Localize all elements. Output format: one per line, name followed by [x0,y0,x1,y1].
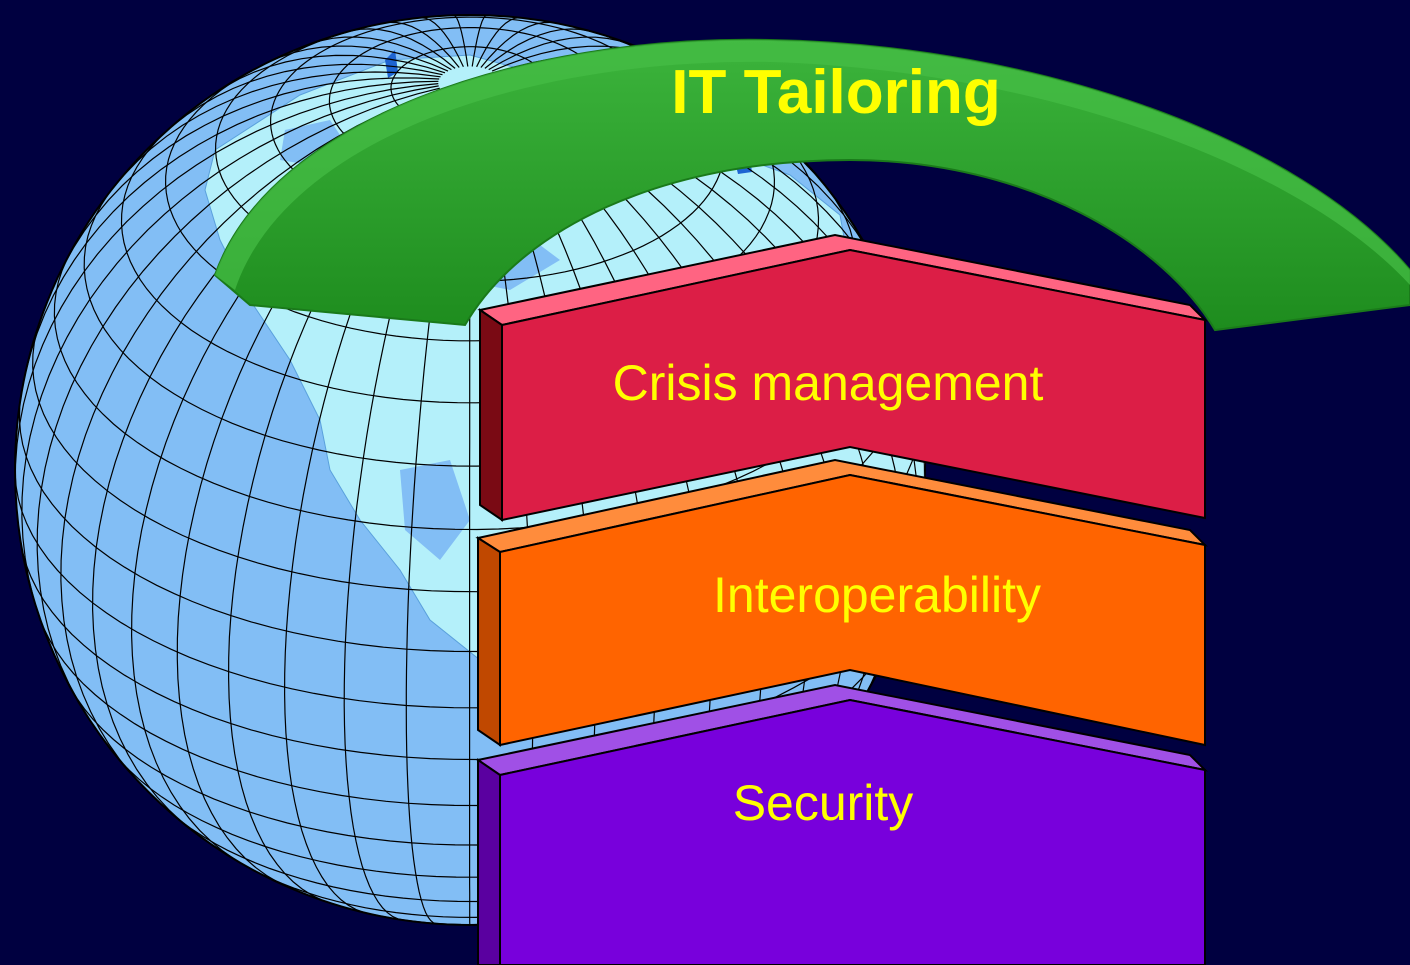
globe-grid-line [484,28,590,69]
globe-grid-line [164,76,776,342]
globe-lake [400,460,470,560]
globe-grid-line [172,63,443,127]
globe-grid-line [350,28,456,69]
layer-interoperability-side [477,536,501,747]
layer-security-front [499,698,1206,965]
layer-security-label: Security [733,775,914,831]
layer-crisis-management-side [479,308,503,522]
layer-crisis-management: Crisis management [477,233,1209,522]
arch-label: IT Tailoring [671,58,1001,127]
globe-grid-line [60,89,442,774]
globe-grid-line [36,87,440,701]
globe-grid-line [111,71,441,190]
globe-grid-line [453,15,469,67]
globe-lake [385,50,398,78]
layer-interoperability-label: Interoperability [713,567,1041,623]
globe-grid-line [476,17,519,68]
globe-grid-line [471,15,487,67]
arch: IT Tailoring [213,38,1410,332]
globe-grid-line [488,36,632,71]
globe-grid-line [309,36,452,71]
globe-grid-line [21,85,439,598]
layer-interoperability-front [499,473,1206,747]
layer-crisis-management-label: Crisis management [613,355,1044,411]
layer-security-side [477,758,501,965]
globe-grid-line [25,80,439,372]
layer-crisis-management-front [501,248,1206,522]
globe-grid-line [390,21,460,68]
globe-grid-line [421,17,464,68]
layer-security: Security [475,683,1209,965]
layer-interoperability: Interoperability [475,458,1209,747]
globe-grid-line [225,54,446,87]
globe-grid-line [15,83,439,485]
globe-grid-line [63,77,440,266]
arch-top-edge [215,39,1410,290]
globe-grid-line [480,21,551,68]
globe-grid-line [266,45,449,72]
